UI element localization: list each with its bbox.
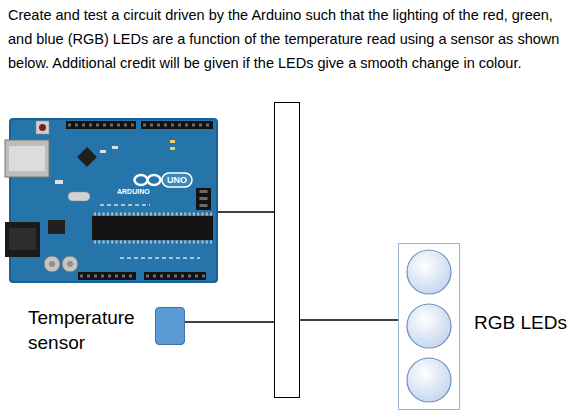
- power-jack: [5, 222, 40, 257]
- crystal: [68, 192, 90, 201]
- instruction-text: Create and test a circuit driven by the …: [8, 3, 580, 75]
- logo-infinity: [148, 175, 161, 185]
- power-jack-face: [9, 228, 36, 250]
- usb-connector-face: [9, 146, 45, 171]
- silkscreen: [120, 257, 200, 259]
- led-circle: [407, 358, 451, 402]
- header-pins: [80, 275, 135, 278]
- pin-header: [144, 272, 206, 280]
- silkscreen: [100, 204, 150, 206]
- reset-button: [36, 121, 49, 134]
- header-pins: [68, 124, 135, 127]
- capacitor: [44, 256, 60, 272]
- smd-part: [55, 180, 63, 184]
- smd-part: [112, 146, 118, 149]
- microcontroller-chip: [92, 216, 213, 240]
- sensor-label: Temperature sensor: [28, 305, 146, 355]
- led-indicator: [170, 140, 175, 143]
- usb-connector: [5, 140, 49, 177]
- arduino-board: UNO ARDUINO: [8, 118, 218, 283]
- board-logo-text: UNO: [162, 173, 192, 187]
- capacitor-top: [49, 261, 55, 267]
- pin-header: [66, 121, 136, 129]
- led-circle: [407, 250, 451, 294]
- icsp-header: [196, 188, 211, 210]
- wire-connector: [300, 319, 398, 321]
- board-brand-text: ARDUINO: [117, 188, 150, 196]
- led-circle: [407, 304, 451, 348]
- smd-part: [100, 150, 106, 153]
- capacitor: [62, 256, 78, 272]
- logo-pill: [162, 173, 192, 187]
- header-pins: [143, 124, 212, 127]
- rgb-led-panel: RGB LEDs: [398, 243, 460, 410]
- wire-connector: [185, 321, 274, 323]
- arduino-board-illustration: [5, 118, 218, 283]
- led-indicator: [170, 147, 175, 150]
- temperature-sensor: Temperature sensor: [155, 307, 185, 345]
- icsp-pins: [200, 190, 208, 209]
- pin-header: [78, 272, 136, 280]
- wire-connector: [218, 211, 274, 213]
- reset-button-cap: [39, 124, 46, 131]
- led-label: RGB LEDs: [474, 311, 567, 335]
- capacitor-top: [67, 261, 73, 267]
- chip-pins: [94, 241, 212, 244]
- led-drawing: [399, 244, 459, 409]
- voltage-regulator: [48, 220, 65, 234]
- pin-header: [141, 121, 213, 129]
- logo-infinity: [135, 175, 148, 185]
- usb-chip: [77, 147, 97, 167]
- interface-box: [274, 102, 300, 398]
- chip-pins: [94, 213, 212, 216]
- header-pins: [146, 275, 205, 278]
